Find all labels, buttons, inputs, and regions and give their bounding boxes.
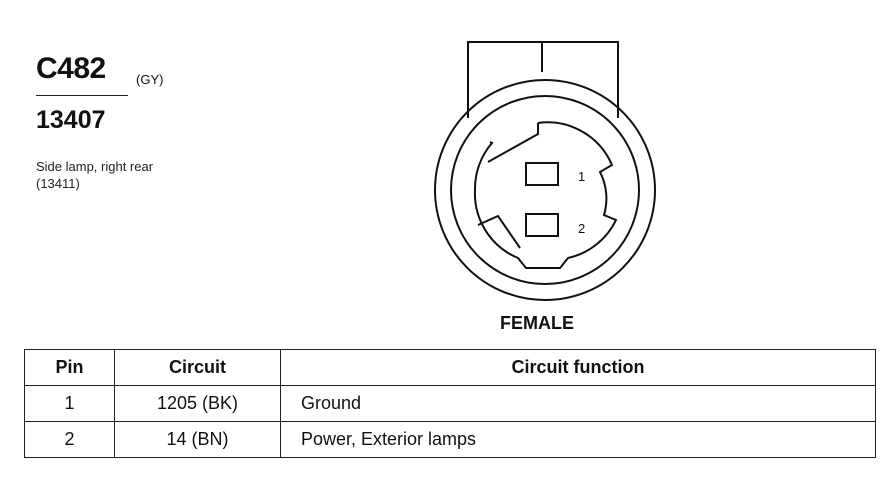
- connector-face-diagram: 1 2: [434, 41, 656, 301]
- connector-id: C482: [36, 52, 106, 85]
- description-line-2: (13411): [36, 176, 80, 191]
- pin-cavity-1: [525, 162, 559, 186]
- cell-circuit: 14 (BN): [114, 421, 281, 458]
- header-circuit-function: Circuit function: [280, 349, 876, 386]
- cell-pin: 1: [24, 385, 115, 422]
- pin-cavity-2: [525, 213, 559, 237]
- pin-label-1: 1: [578, 169, 585, 184]
- connector-description: Side lamp, right rear (13411): [36, 158, 153, 192]
- pin-table: Pin Circuit Circuit function 1 1205 (BK)…: [24, 349, 876, 458]
- connector-color: (GY): [136, 72, 164, 87]
- table-row: 1 1205 (BK) Ground: [24, 385, 876, 422]
- cell-circuit: 1205 (BK): [114, 385, 281, 422]
- cell-function: Ground: [280, 385, 876, 422]
- connector-gender: FEMALE: [500, 313, 574, 333]
- table-header-row: Pin Circuit Circuit function: [24, 349, 876, 386]
- outer-shell-inner: [450, 95, 640, 285]
- title-divider: [36, 95, 128, 96]
- part-number: 13407: [36, 106, 106, 134]
- key-notch-top: [487, 123, 539, 163]
- cell-pin: 2: [24, 421, 115, 458]
- outer-shell: [434, 79, 656, 301]
- cell-function: Power, Exterior lamps: [280, 421, 876, 458]
- header-circuit: Circuit: [114, 349, 281, 386]
- key-notch-bottom: [477, 214, 521, 249]
- pin-label-2: 2: [578, 221, 585, 236]
- keyed-face-outline: [473, 121, 618, 269]
- description-line-1: Side lamp, right rear: [36, 159, 154, 174]
- header-pin: Pin: [24, 349, 115, 386]
- table-row: 2 14 (BN) Power, Exterior lamps: [24, 421, 876, 458]
